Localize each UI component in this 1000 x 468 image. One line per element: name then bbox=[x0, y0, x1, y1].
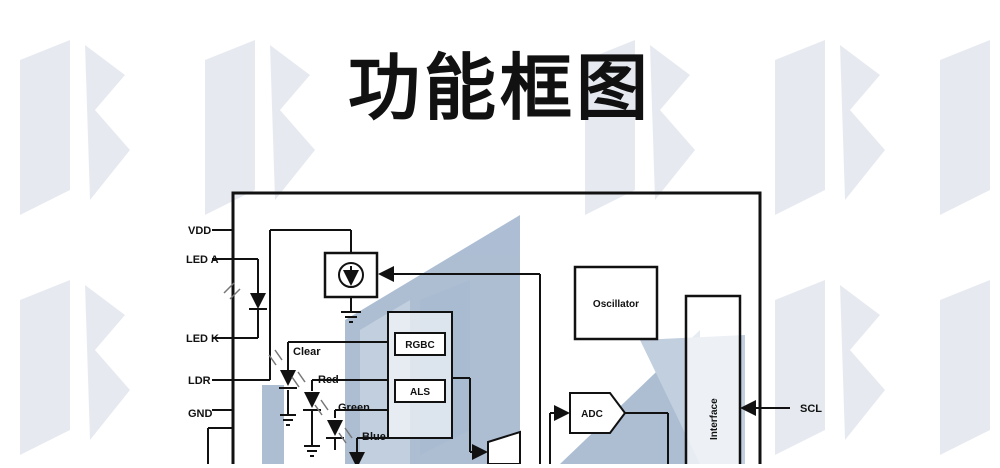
photodiode-clear-label: Clear bbox=[293, 346, 321, 358]
photodiode-red-icon bbox=[291, 371, 321, 411]
pin-scl-label: SCL bbox=[800, 403, 822, 415]
oscillator-block bbox=[573, 265, 659, 341]
pin-gnd-label: GND bbox=[188, 408, 213, 420]
photodiode-blue-icon bbox=[338, 427, 365, 468]
interface-block bbox=[684, 294, 742, 468]
photodiode-green-icon bbox=[314, 399, 344, 439]
rgbc-als-block bbox=[387, 311, 453, 439]
rgbc-label: RGBC bbox=[405, 340, 434, 351]
pin-ldr-label: LDR bbox=[188, 375, 211, 387]
pin-led-k-label: LED K bbox=[186, 333, 219, 345]
pin-led-a-label: LED A bbox=[186, 254, 219, 266]
current-source-icon bbox=[323, 251, 379, 299]
adc-label: ADC bbox=[581, 409, 603, 420]
oscillator-label: Oscillator bbox=[593, 299, 639, 310]
als-label: ALS bbox=[410, 387, 430, 398]
led-diode-icon bbox=[223, 282, 267, 310]
adc-block bbox=[569, 392, 627, 434]
photodiode-blue-label: Blue bbox=[362, 431, 386, 443]
photodiode-green-label: Green bbox=[338, 402, 370, 414]
rgbc-box bbox=[394, 332, 446, 356]
chip-outline bbox=[231, 191, 762, 464]
als-box bbox=[394, 379, 446, 403]
photodiode-red-label: Red bbox=[318, 374, 339, 386]
photodiode-clear-icon bbox=[268, 349, 297, 389]
interface-label: Interface bbox=[709, 398, 720, 440]
wiring bbox=[207, 229, 790, 464]
pin-vdd-label: VDD bbox=[188, 225, 211, 237]
page-title: 功能框图 bbox=[347, 46, 652, 130]
